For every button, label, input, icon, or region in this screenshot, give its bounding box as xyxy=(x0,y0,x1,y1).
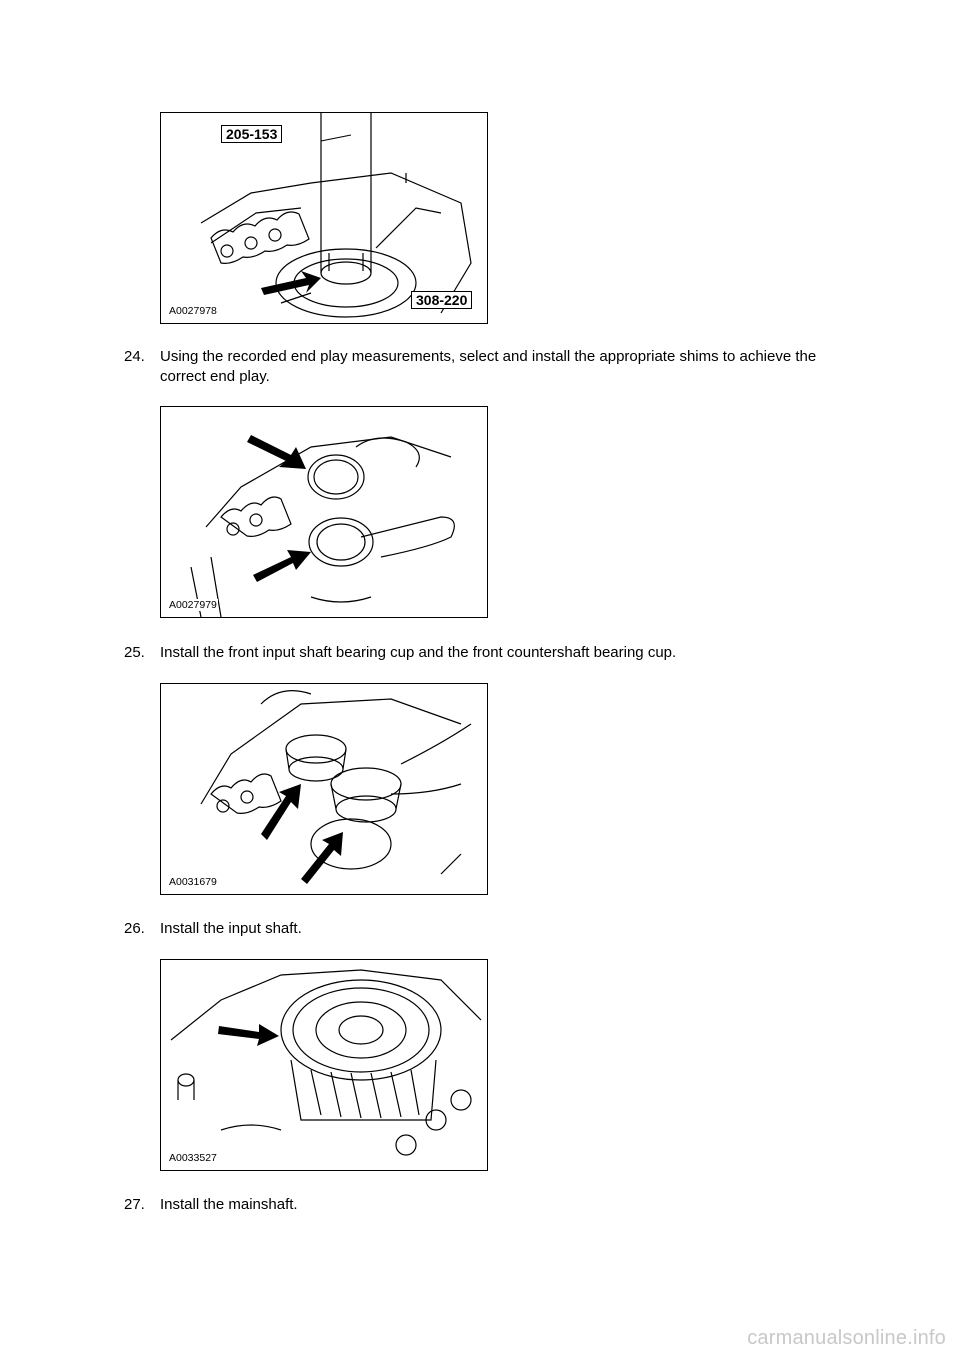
figure-3: A0031679 xyxy=(160,683,488,895)
step-number: 25. xyxy=(124,644,145,661)
figure-id: A0033527 xyxy=(168,1152,218,1164)
step-text: Using the recorded end play measurements… xyxy=(160,348,817,385)
figure-4: A0033527 xyxy=(160,959,488,1171)
figure-2: A0027979 xyxy=(160,406,488,618)
step-24: 24. Using the recorded end play measurem… xyxy=(124,347,844,387)
step-26: 26. Install the input shaft. xyxy=(124,919,844,939)
figure-1-illustration xyxy=(200,113,472,318)
figure-2-illustration xyxy=(190,435,455,617)
step-25: 25. Install the front input shaft bearin… xyxy=(124,643,844,663)
step-text: Install the front input shaft bearing cu… xyxy=(160,644,677,661)
callout-label: 205-153 xyxy=(221,125,283,143)
figure-id: A0027978 xyxy=(168,305,218,317)
step-number: 26. xyxy=(124,920,145,937)
callout-label: 308-220 xyxy=(411,291,473,309)
figure-3-illustration xyxy=(200,690,472,884)
watermark: carmanualsonline.info xyxy=(747,1327,946,1349)
step-number: 24. xyxy=(124,348,145,365)
figure-id: A0027979 xyxy=(168,599,218,611)
step-27: 27. Install the mainshaft. xyxy=(124,1195,844,1215)
figure-1: 205-153 308-220 A0027978 xyxy=(160,112,488,324)
step-text: Install the mainshaft. xyxy=(160,1196,298,1213)
figure-4-illustration xyxy=(170,969,482,1156)
step-text: Install the input shaft. xyxy=(160,920,302,937)
figure-id: A0031679 xyxy=(168,876,218,888)
step-number: 27. xyxy=(124,1196,145,1213)
